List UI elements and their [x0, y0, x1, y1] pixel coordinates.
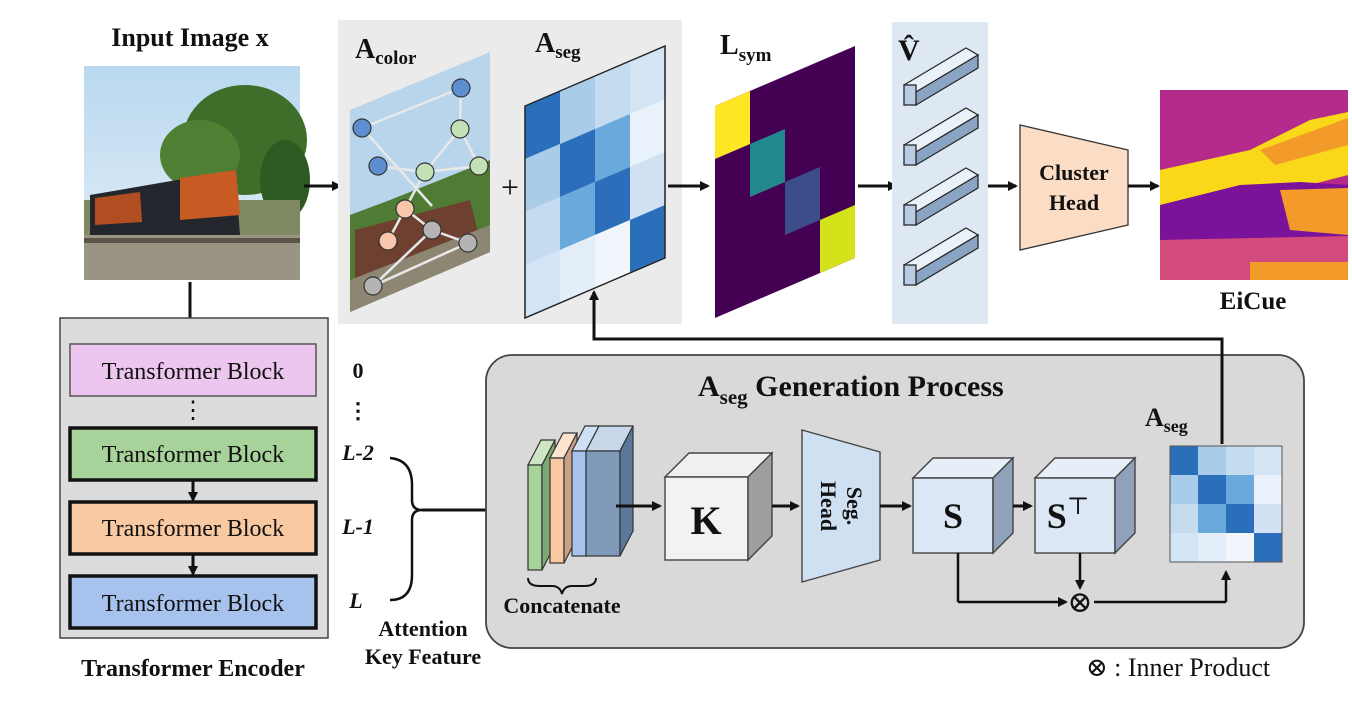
- s-label: S: [943, 496, 963, 536]
- inner-product-node: ⊗: [1067, 586, 1092, 619]
- aseg-output-matrix: [1169, 445, 1283, 563]
- inner-product-legend: ⊗ : Inner Product: [1086, 653, 1271, 682]
- lsym-label: Lsym: [720, 30, 772, 66]
- attention-caption-line2: Key Feature: [365, 644, 482, 669]
- vhat-label: V̂: [898, 34, 920, 67]
- st-cube: [1033, 456, 1137, 555]
- index-0: 0: [353, 358, 364, 383]
- a-seg-matrix: [524, 44, 666, 320]
- input-image-title: Input Image x: [111, 23, 268, 52]
- arrow-feedback-aseg: [589, 290, 1224, 444]
- eigenvector-bars: [902, 47, 980, 287]
- aseg-generation-panel: [485, 354, 1305, 649]
- st-label: S⊤: [1047, 494, 1090, 536]
- cluster-head-line2: Head: [1049, 190, 1099, 215]
- a-seg-label: Aseg: [535, 28, 581, 63]
- seg-head-label: Seg. Head: [816, 481, 867, 531]
- svg-text:Head: Head: [816, 481, 841, 531]
- process-title: Aseg Generation Process: [698, 370, 1004, 409]
- cluster-head-line1: Cluster: [1039, 160, 1109, 185]
- transformer-block-l: Transformer Block: [68, 574, 318, 630]
- a-color-label: Acolor: [355, 34, 417, 69]
- concat-label: Concatenate: [503, 593, 621, 618]
- transformer-block-l-2: Transformer Block: [68, 426, 318, 482]
- svg-text:Transformer Block: Transformer Block: [102, 359, 284, 385]
- s-cube: [911, 456, 1015, 555]
- a-color-graph: [350, 52, 490, 312]
- encoder-caption: Transformer Encoder: [81, 656, 305, 682]
- input-image: [84, 66, 310, 280]
- k-cube: [663, 451, 774, 562]
- svg-text:Transformer Block: Transformer Block: [102, 442, 284, 468]
- svg-text:Transformer Block: Transformer Block: [102, 516, 284, 542]
- transformer-block-l-1: Transformer Block: [68, 500, 318, 556]
- plus-sign: +: [501, 169, 519, 205]
- key-feature-brace: [389, 456, 423, 602]
- aseg-output-label: Aseg: [1145, 403, 1188, 436]
- index-l: L: [348, 588, 362, 613]
- lsym-matrix: [715, 45, 855, 318]
- svg-text:Seg.: Seg.: [842, 487, 867, 526]
- concat-features: [527, 425, 634, 571]
- seg-head: [801, 429, 881, 583]
- encoder-ellipsis: ⋮: [181, 398, 205, 424]
- svg-text:Transformer Block: Transformer Block: [102, 591, 284, 617]
- index-l-2: L-2: [341, 440, 374, 465]
- attention-caption-line1: Attention: [378, 616, 467, 641]
- transformer-block-0: Transformer Block: [69, 343, 317, 397]
- cluster-head: [1019, 124, 1129, 251]
- concat-brace: [527, 577, 597, 595]
- eicue-map: [1160, 90, 1348, 280]
- index-l-1: L-1: [341, 514, 374, 539]
- k-label: K: [690, 498, 721, 543]
- eicue-label: EiCue: [1220, 288, 1287, 315]
- index-ellipsis: ⋮: [347, 398, 369, 423]
